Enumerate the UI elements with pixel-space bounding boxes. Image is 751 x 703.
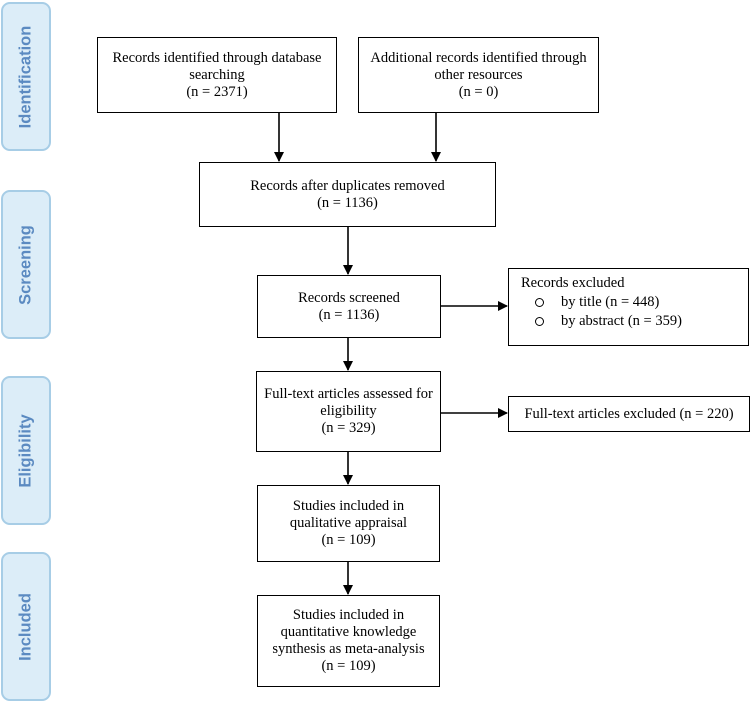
phase-identification: Identification [1, 2, 51, 151]
excluded-by-title: by title (n = 448) [561, 294, 660, 310]
phase-included: Included [1, 552, 51, 701]
phase-screening: Screening [1, 190, 51, 339]
other-sources-line1: Additional records identified through [370, 49, 587, 66]
screened-count: (n = 1136) [318, 306, 380, 323]
bullet-circle-icon [535, 298, 544, 307]
excluded-item-abstract: by abstract (n = 359) [535, 313, 682, 330]
screened-line1: Records screened [298, 289, 400, 306]
qualitative-count: (n = 109) [321, 532, 376, 548]
duplicates-line1: Records after duplicates removed [250, 177, 445, 194]
quantitative-line1: Studies included in [292, 607, 405, 623]
db-search-count: (n = 2371) [186, 83, 248, 100]
db-search-line2: searching [189, 66, 245, 83]
box-database-search: Records identified through database sear… [97, 37, 337, 113]
box-records-screened: Records screened (n = 1136) [257, 275, 441, 338]
box-duplicates-removed: Records after duplicates removed (n = 11… [199, 162, 496, 227]
quantitative-line2: quantitative knowledge [280, 624, 417, 640]
quantitative-count: (n = 109) [321, 658, 376, 674]
fulltext-line2: eligibility [320, 403, 377, 419]
box-fulltext-assessed: Full-text articles assessed for eligibil… [256, 371, 441, 452]
quantitative-line3: synthesis as meta-analysis [272, 641, 425, 657]
fulltext-line1: Full-text articles assessed for [264, 386, 433, 402]
box-other-sources: Additional records identified through ot… [358, 37, 599, 113]
duplicates-count: (n = 1136) [317, 194, 378, 211]
box-records-excluded: Records excluded by title (n = 448) by a… [508, 268, 749, 346]
phase-eligibility: Eligibility [1, 376, 51, 525]
qualitative-line1: Studies included in [292, 498, 405, 514]
excluded-item-title: by title (n = 448) [535, 294, 659, 311]
fulltext-excluded-text: Full-text articles excluded (n = 220) [524, 405, 734, 422]
box-qualitative-appraisal: Studies included in qualitative appraisa… [257, 485, 440, 562]
box-quantitative-synthesis: Studies included in quantitative knowled… [257, 595, 440, 687]
other-sources-count: (n = 0) [458, 83, 499, 100]
excluded-by-abstract: by abstract (n = 359) [561, 313, 682, 329]
box-fulltext-excluded: Full-text articles excluded (n = 220) [508, 396, 750, 432]
bullet-circle-icon [535, 317, 544, 326]
other-sources-line2: other resources [434, 66, 523, 83]
excluded-title: Records excluded [521, 275, 625, 291]
fulltext-count: (n = 329) [321, 420, 376, 436]
qualitative-line2: qualitative appraisal [289, 515, 408, 531]
db-search-line1: Records identified through database [112, 49, 322, 66]
